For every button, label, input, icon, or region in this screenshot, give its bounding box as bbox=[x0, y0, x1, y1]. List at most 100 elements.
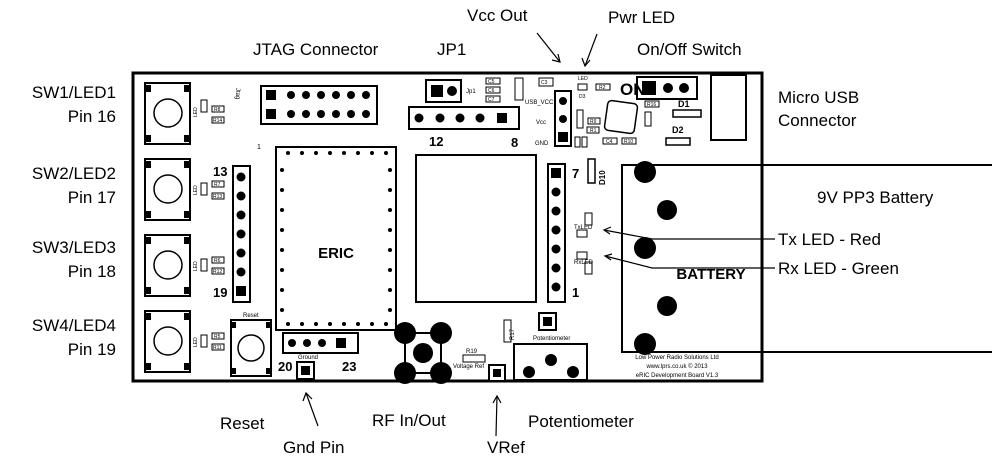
battery-hole bbox=[634, 237, 656, 259]
label-micro-usb-1: Micro USB bbox=[778, 88, 860, 107]
label-micro-usb-2: Connector bbox=[778, 111, 857, 130]
silk-r5: R5 bbox=[214, 334, 221, 340]
silk-r2: R2 bbox=[599, 85, 606, 91]
sw1-button bbox=[144, 82, 191, 145]
silk-r6: R6 bbox=[214, 258, 221, 264]
silk-battery: BATTERY bbox=[676, 266, 745, 283]
silk-r10: R10 bbox=[624, 139, 633, 145]
d1-diode bbox=[672, 109, 702, 118]
silk-vcc: Vcc bbox=[536, 120, 546, 126]
tx-led bbox=[576, 229, 588, 238]
rf-connector bbox=[394, 322, 452, 384]
silk-c7: C7 bbox=[488, 97, 495, 103]
silk-usb-vcc: USB_VCC bbox=[525, 100, 554, 106]
silk-voltage-ref: Voltage Ref bbox=[453, 364, 484, 370]
silk-r19: R19 bbox=[466, 349, 478, 355]
silk-led: LED bbox=[578, 76, 588, 82]
silk-c6: C6 bbox=[488, 88, 495, 94]
label-jp1: JP1 bbox=[437, 40, 467, 59]
label-reset: Reset bbox=[220, 414, 265, 433]
silk-maker-1: Low Power Radio Solutions Ltd bbox=[635, 355, 718, 361]
label-rx-led: Rx LED - Green bbox=[778, 259, 899, 278]
silk-r1: R1 bbox=[590, 128, 597, 134]
silk-r7: R7 bbox=[214, 182, 221, 188]
silk-gnd: GND bbox=[535, 141, 549, 147]
silk-r11: R11 bbox=[213, 345, 222, 351]
silk-pin23: 23 bbox=[342, 359, 356, 374]
label-jtag-connector: JTAG Connector bbox=[253, 40, 379, 59]
silk-ground: Ground bbox=[298, 355, 318, 361]
label-vcc-out: Vcc Out bbox=[467, 6, 528, 25]
silk-tx-led: TxLED bbox=[574, 225, 593, 231]
silk-r16: R16 bbox=[647, 102, 656, 108]
battery-hole bbox=[657, 296, 677, 316]
silk-r17: R17 bbox=[510, 328, 516, 340]
regulator-chip bbox=[603, 99, 639, 135]
battery-outline bbox=[621, 164, 992, 353]
silk-c5: C5 bbox=[488, 79, 495, 85]
label-tx-led: Tx LED - Red bbox=[778, 230, 881, 249]
silk-reset: Reset bbox=[243, 313, 259, 319]
jtag-pins bbox=[266, 90, 370, 119]
label-on-off-switch: On/Off Switch bbox=[637, 40, 742, 59]
sw2-button bbox=[144, 158, 191, 221]
callout-arrows bbox=[302, 32, 775, 437]
silk-pin8: 8 bbox=[511, 135, 518, 150]
label-sw2-1: SW2/LED2 bbox=[31, 164, 116, 183]
silk-pin20: 20 bbox=[278, 359, 292, 374]
label-sw2-2: Pin 17 bbox=[67, 188, 116, 207]
label-pwr-led: Pwr LED bbox=[608, 8, 676, 27]
micro-usb-connector bbox=[710, 74, 747, 141]
rx-led bbox=[576, 251, 588, 260]
battery-hole bbox=[634, 333, 656, 355]
silk-led-sw2: LED bbox=[193, 185, 199, 195]
battery-hole bbox=[634, 161, 656, 183]
label-potentiometer: Potentiometer bbox=[528, 412, 634, 431]
silk-jp1: Jp1 bbox=[466, 89, 476, 95]
silk-one: 1 bbox=[257, 144, 261, 151]
label-gnd-pin: Gnd Pin bbox=[283, 438, 345, 457]
silk-r9: R9 bbox=[590, 119, 597, 125]
silk-r8: R8 bbox=[214, 107, 221, 113]
label-sw1-2: Pin 16 bbox=[67, 107, 116, 126]
label-rf-in-out: RF In/Out bbox=[372, 411, 446, 430]
sw4-button bbox=[144, 310, 191, 373]
label-sw3-2: Pin 18 bbox=[67, 262, 116, 281]
silk-rx-led: RxLED bbox=[574, 260, 594, 266]
silk-maker-2: www.lprs.co.uk © 2013 bbox=[645, 363, 708, 370]
silk-led-sw3: LED bbox=[193, 261, 199, 271]
label-sw4-1: SW4/LED4 bbox=[31, 316, 116, 335]
silk-d1: D1 bbox=[678, 99, 690, 109]
silk-r13: R13 bbox=[213, 194, 222, 200]
silk-c4: C4 bbox=[606, 139, 613, 145]
silk-led-sw1: LED bbox=[193, 107, 199, 117]
label-sw3-1: SW3/LED3 bbox=[31, 238, 116, 257]
silk-c3: C3 bbox=[541, 80, 548, 86]
potentiometer bbox=[513, 343, 588, 381]
eric-module bbox=[275, 146, 397, 331]
silk-pin19: 19 bbox=[213, 285, 227, 300]
battery-hole bbox=[657, 200, 677, 220]
silk-d2: D2 bbox=[672, 125, 684, 135]
silk-pin7: 7 bbox=[572, 166, 579, 181]
silk-maker-3: eRIC Development Board V1.3 bbox=[636, 373, 719, 379]
silk-jtag: Jtag bbox=[234, 88, 240, 99]
silk-d10: D10 bbox=[598, 170, 607, 185]
silk-pin1: 1 bbox=[572, 285, 579, 300]
label-9v-battery: 9V PP3 Battery bbox=[817, 188, 934, 207]
label-sw1-1: SW1/LED1 bbox=[31, 83, 116, 102]
d10-diode bbox=[587, 158, 596, 184]
d2-diode bbox=[665, 137, 691, 146]
label-sw4-2: Pin 19 bbox=[67, 340, 116, 359]
silk-eric: ERIC bbox=[318, 245, 354, 262]
silk-on: ON bbox=[620, 80, 646, 99]
silk-pot: Potentiometer bbox=[533, 336, 570, 342]
silk-r12: R12 bbox=[213, 269, 222, 275]
silk-r14: R14 bbox=[213, 118, 222, 124]
center-module-outline bbox=[415, 154, 537, 303]
silk-pin12: 12 bbox=[429, 134, 443, 149]
label-vref: VRef bbox=[487, 438, 525, 457]
silk-d3: D3 bbox=[579, 94, 586, 100]
silk-led-sw4: LED bbox=[193, 337, 199, 347]
